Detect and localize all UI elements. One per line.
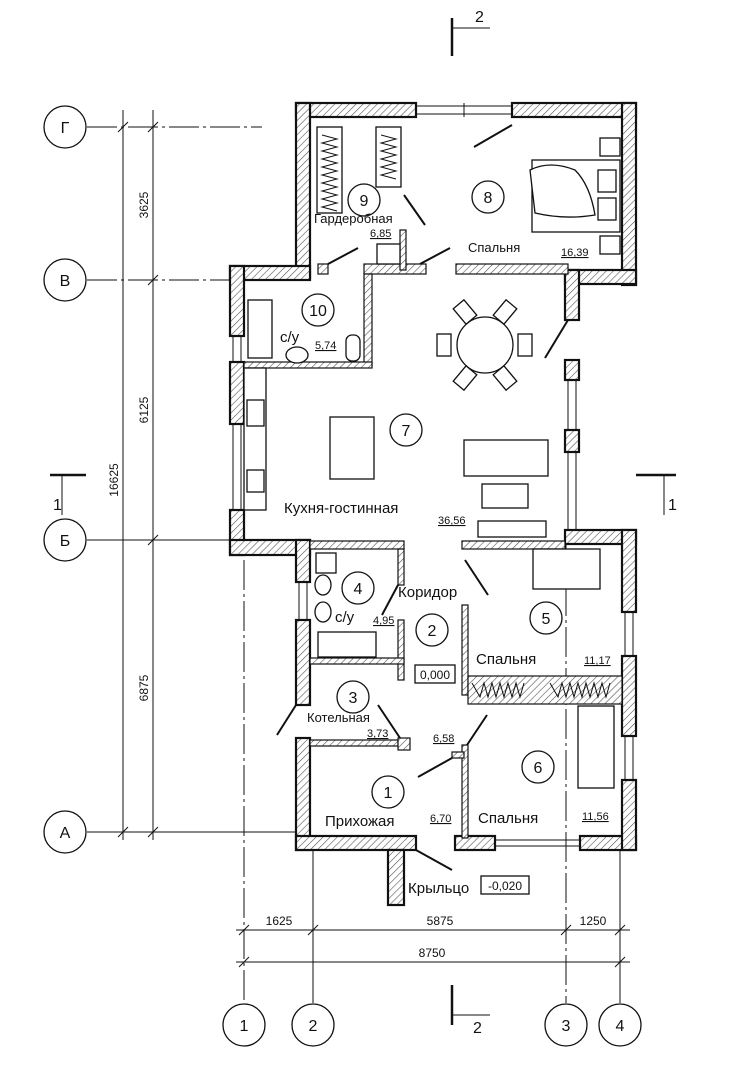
room-8-number: 8 (484, 190, 493, 207)
level-marks: 0,000 -0,020 (414, 664, 530, 895)
wardrobe-rack-left (316, 126, 343, 214)
bed-room5 (532, 548, 601, 590)
room-5-area: 11,17 (584, 655, 611, 667)
room-10-number: 10 (309, 303, 327, 320)
room-6-number: 6 (534, 760, 543, 777)
axis-markers: Г В Б А 1 2 3 4 (43, 105, 642, 1047)
vertical-dimensions: 3625 6125 6875 16625 (107, 110, 159, 840)
section-right-label: 1 (668, 497, 677, 514)
doors (276, 124, 569, 871)
dim-1625: 1625 (266, 914, 293, 928)
dim-8750: 8750 (419, 946, 446, 960)
floor-level: 0,000 (420, 668, 450, 682)
room-5-name: Спальня (476, 651, 536, 668)
room-9-name: Гардеробная (314, 211, 393, 226)
horizontal-dimensions: 1625 5875 1250 8750 (236, 914, 630, 968)
room-4-name: с/у (335, 609, 355, 626)
room-3-number: 3 (349, 690, 358, 707)
room-8-area: 16,39 (561, 247, 589, 259)
axis-col-2: 2 (309, 1018, 318, 1035)
room-1-name: Прихожая (325, 813, 395, 830)
room-5-number: 5 (542, 611, 551, 628)
kitchen-island (329, 416, 375, 480)
axis-col-3: 3 (562, 1018, 571, 1035)
sofa (463, 439, 549, 477)
bathtub-2 (317, 631, 377, 658)
room-7-area: 36,56 (438, 515, 466, 527)
section-marks: 2 2 1 1 (50, 9, 677, 1037)
room-2-number: 2 (428, 623, 437, 640)
dim-1250: 1250 (580, 914, 607, 928)
dining-table (456, 316, 514, 374)
room-1-number: 1 (384, 785, 393, 802)
axis-col-4: 4 (616, 1018, 625, 1035)
room-6-name: Спальня (478, 810, 538, 827)
dim-6875: 6875 (137, 674, 151, 701)
furniture (243, 126, 621, 789)
porch-level: -0,020 (488, 879, 522, 893)
room-areas: 6,70 6,58 3,73 4,95 11,17 11,56 36,56 16… (315, 228, 611, 825)
dim-6125: 6125 (137, 396, 151, 423)
coffee-table (481, 483, 529, 509)
bathtub (247, 299, 273, 359)
bed-room6 (577, 705, 615, 789)
room-2-name: Коридор (398, 584, 457, 601)
room-3-name: Котельная (307, 710, 370, 725)
axis-row-a: А (60, 825, 71, 842)
room-2-area: 6,58 (433, 733, 454, 745)
room-4-area: 4,95 (373, 615, 394, 627)
axis-row-g: Г (61, 120, 70, 137)
room-9-area: 6,85 (370, 228, 391, 240)
axis-col-1: 1 (240, 1018, 249, 1035)
room-4-number: 4 (354, 581, 363, 598)
room-7-number: 7 (402, 423, 411, 440)
tv-stand (477, 520, 547, 538)
room-1-area: 6,70 (430, 813, 451, 825)
sink (285, 346, 309, 364)
interior-walls (243, 229, 623, 839)
section-left-label: 1 (53, 497, 62, 514)
room-10-name: с/у (280, 329, 300, 346)
room-10-area: 5,74 (315, 340, 336, 352)
dim-3625: 3625 (137, 191, 151, 218)
axis-row-b: Б (60, 533, 71, 550)
section-bottom-label: 2 (473, 1020, 482, 1037)
room-7-name: Кухня-гостинная (284, 500, 398, 517)
dim-5875: 5875 (427, 914, 454, 928)
dim-16625: 16625 (107, 463, 121, 497)
room-6-area: 11,56 (582, 811, 609, 823)
room-8-name: Спальня (468, 240, 520, 255)
axis-row-v: В (60, 273, 71, 290)
room-3-area: 3,73 (367, 728, 388, 740)
porch-label: Крыльцо (408, 880, 469, 897)
toilet (345, 334, 361, 362)
room-names: Прихожая Коридор Котельная с/у Спальня С… (280, 211, 538, 897)
section-top-label: 2 (475, 9, 484, 26)
exterior-walls (228, 101, 638, 907)
room-9-number: 9 (360, 193, 369, 210)
room-numbers: 1 2 3 4 5 6 7 8 9 10 (301, 180, 563, 809)
